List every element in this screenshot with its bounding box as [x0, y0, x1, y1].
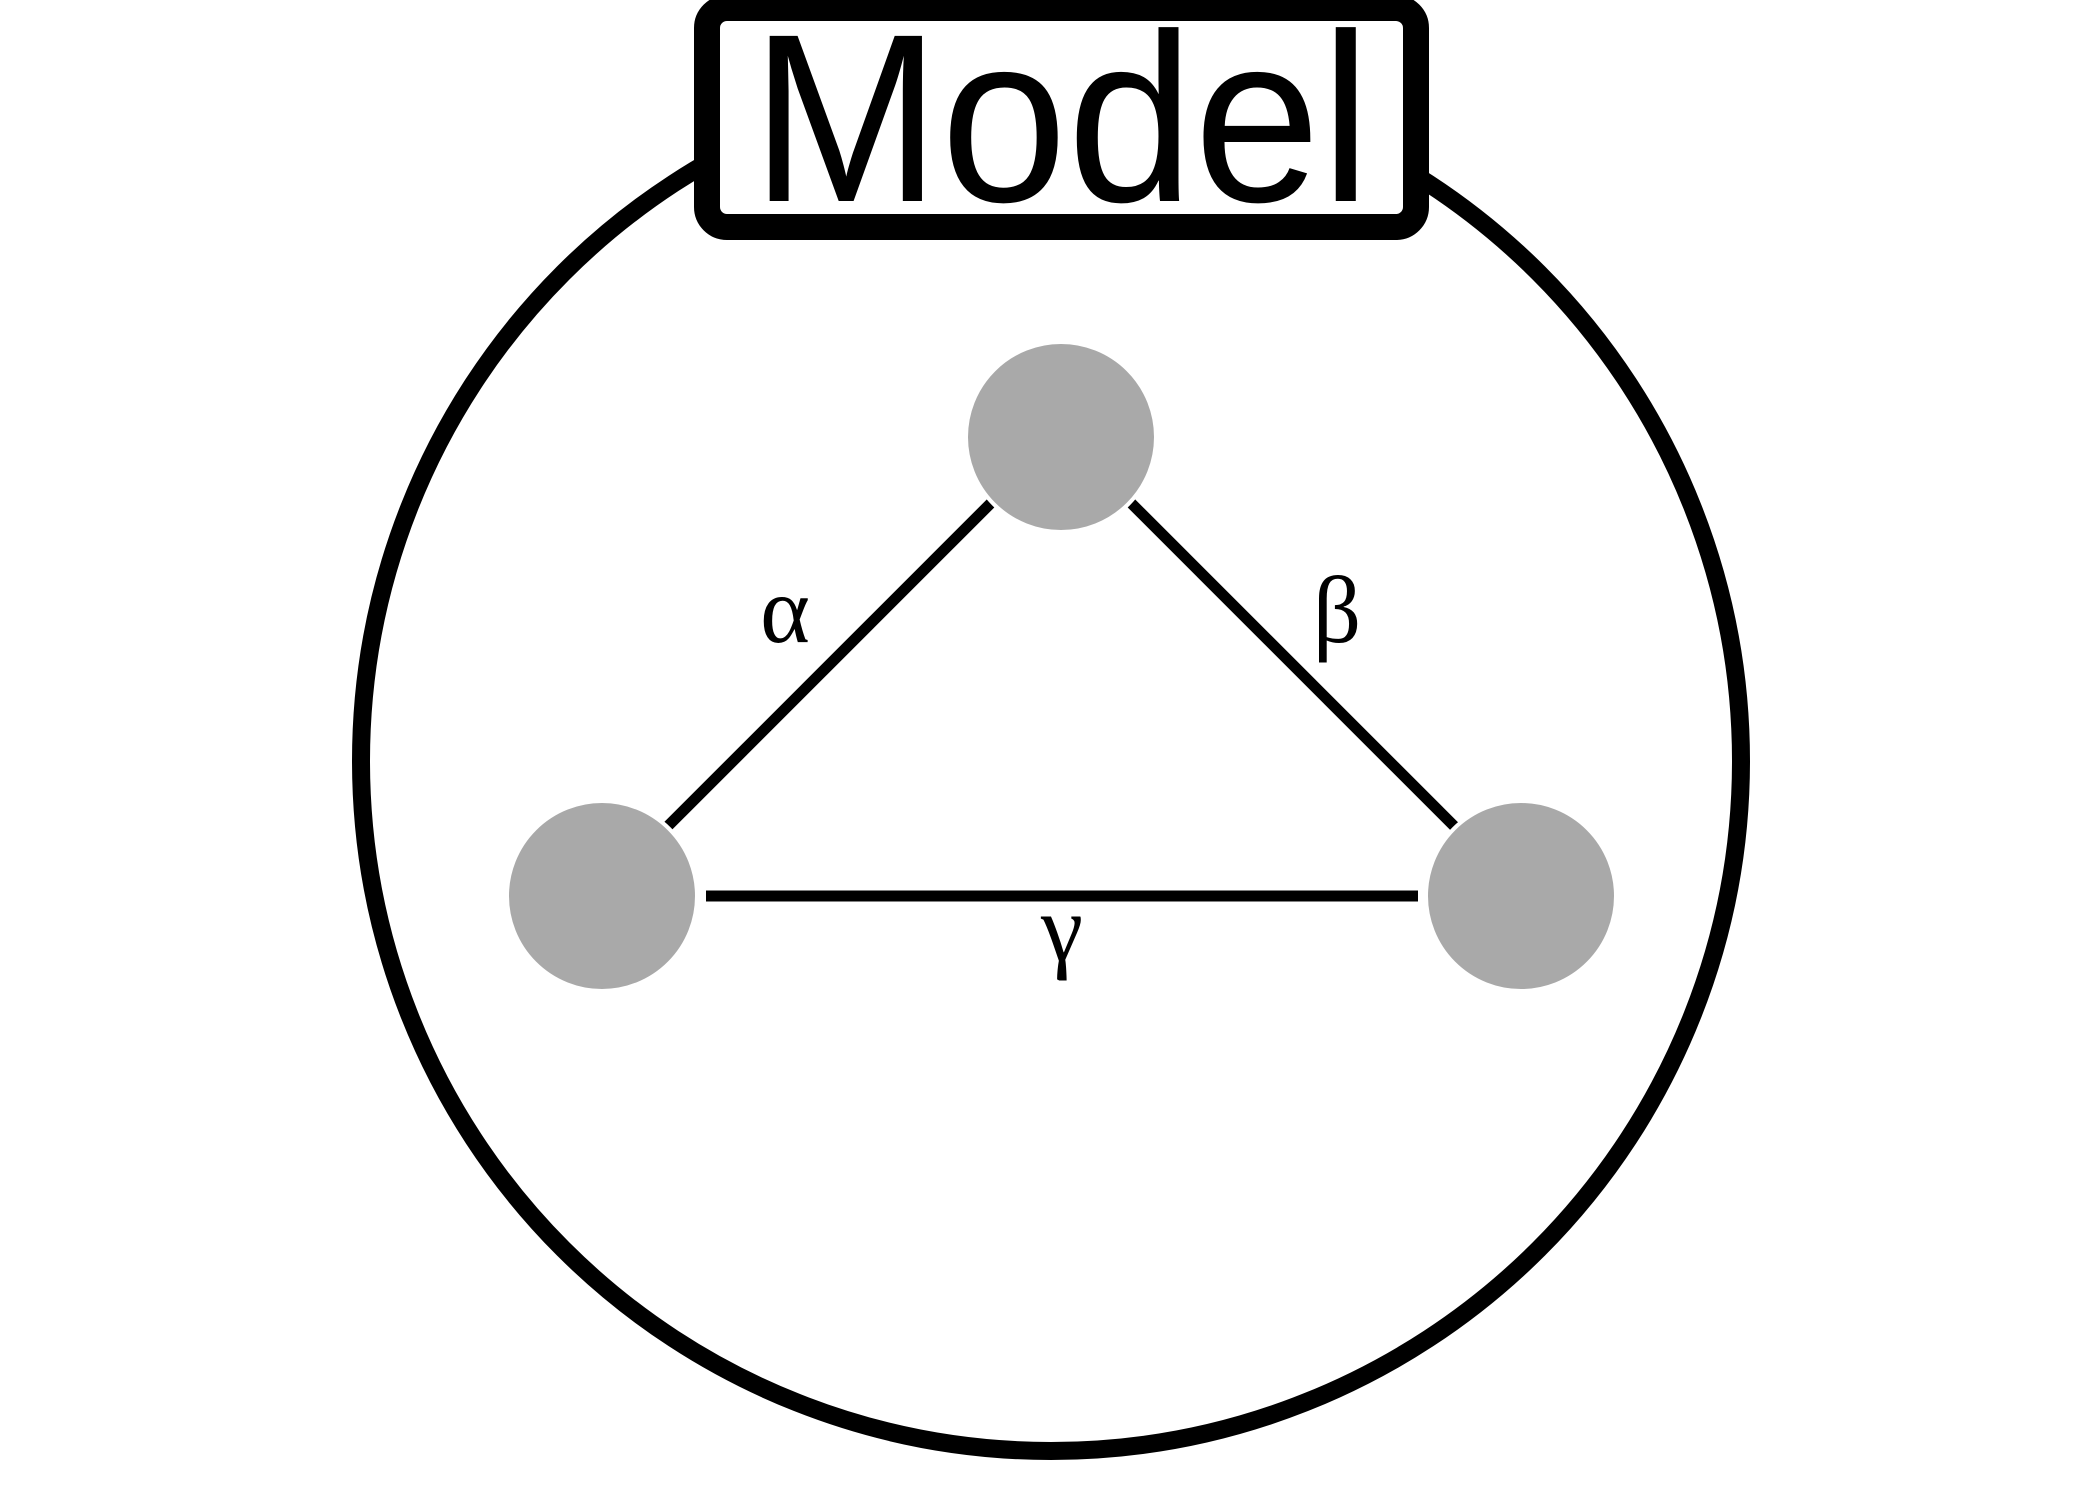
- node-top: [964, 340, 1158, 534]
- model-boundary-circle: [352, 62, 1750, 1460]
- edge-label-gamma: γ: [1040, 875, 1083, 981]
- edge-label-alpha: α: [760, 557, 810, 663]
- edge-alpha: [663, 497, 997, 831]
- node-right: [1424, 799, 1618, 993]
- node-left: [505, 799, 699, 993]
- model-title: Model: [751, 0, 1371, 252]
- title-box: [694, 0, 1429, 240]
- edge-label-beta: β: [1313, 557, 1361, 663]
- edge-beta: [1125, 497, 1459, 831]
